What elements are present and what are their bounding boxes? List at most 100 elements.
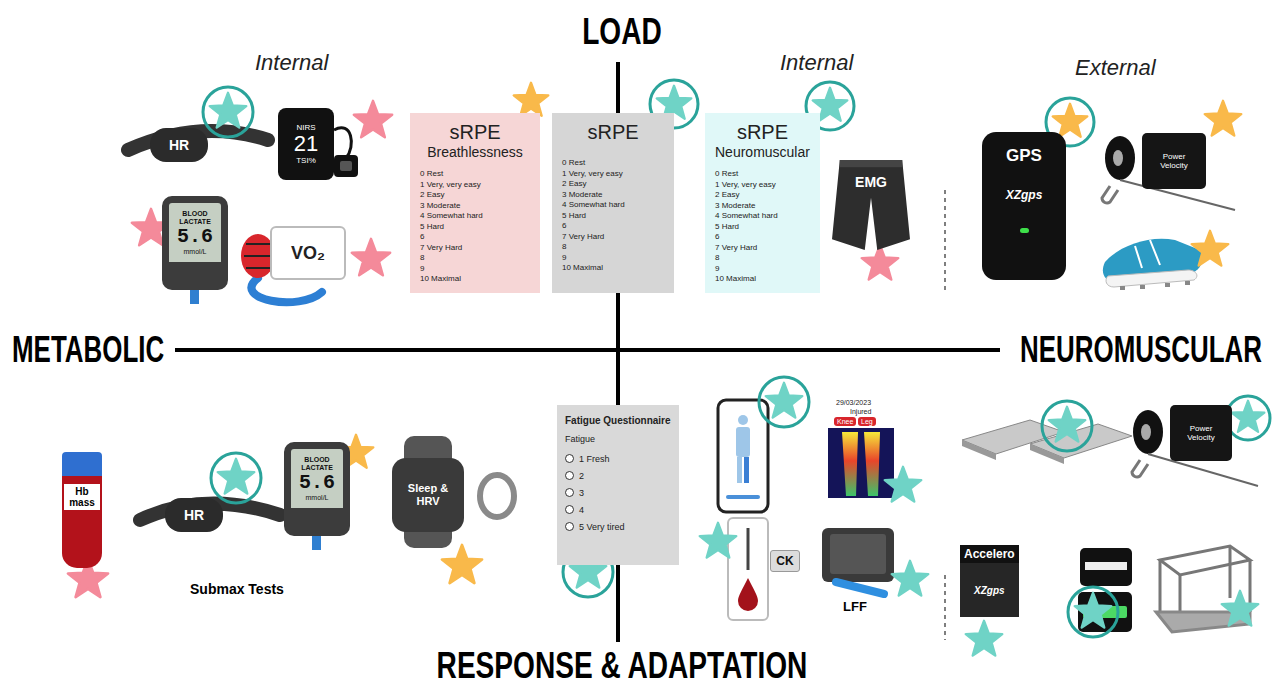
axes [175,62,1000,642]
lff-device-part [830,534,886,574]
node-text: Breathlessness [420,144,530,161]
node-text: EMG [855,174,887,190]
stars [68,80,1270,656]
ck-device [728,518,768,620]
node-text: 3 Moderate [562,190,664,201]
option-row: 4 [565,501,584,518]
option-row: 2 [565,467,584,484]
stars-part [203,87,253,137]
node-text: 1 Very, very easy [420,180,530,191]
pv-node: Power Velocity [1170,405,1232,461]
node-text: 4 Somewhat hard [715,211,810,222]
node-text: 21 [294,132,318,155]
node-text: 5 Very tired [579,522,625,532]
option-row: 5 Very tired [565,518,625,535]
nirs-cable-part [334,155,358,177]
lactate-strip-part [190,290,199,304]
boot-part [1120,286,1125,290]
body-map-phone-part [736,427,750,457]
nirs-cable-part [334,128,351,158]
stars-part [1075,593,1111,628]
node-text: 5.6 [299,472,335,494]
node-text: Accelero [960,545,1019,563]
jump-frame-part [1160,546,1250,575]
lff-device-part [836,582,884,594]
node-text: mmol/L [184,248,207,255]
lff-device [822,528,894,594]
node-text: Hb mass [64,484,100,510]
node-text: 8 [715,253,810,264]
stars-part [1049,407,1085,442]
node-text: 6 [562,221,664,232]
axis-title: NEUROMUSCULAR [1020,332,1262,368]
stars-part [862,245,898,280]
node-text: 0 Rest [562,158,664,169]
option-row: 3 [565,484,584,501]
body-map-phone-part [718,400,768,512]
shorts-waistband [840,160,902,167]
boot-part [1185,281,1190,285]
band-node: Sleep & HRV [392,458,464,532]
node-text: BLOOD LACTATE [172,210,218,225]
boot-part [1135,240,1160,268]
power-velocity-wheel-part [1105,136,1135,180]
strap-node: HR [150,128,208,162]
card-node: sRPENeuromuscular0 Rest1 Very, very easy… [705,113,820,293]
node-text: 1 Very, very easy [562,169,664,180]
stars-part [766,383,802,418]
separators [944,190,946,640]
tag-label: Leg [858,417,876,426]
lactate-strip-part [312,536,321,550]
node-text: 0 Rest [420,169,530,180]
node-text: BLOOD LACTATE [294,456,340,471]
nirs-cable-part [340,161,352,171]
node-text: Sleep & HRV [404,482,452,508]
stars-part [1226,396,1270,440]
shorts-shape [832,160,910,250]
node-text: HR [169,137,189,153]
separators-part [944,575,946,640]
node-text: sRPE [420,121,530,144]
boot-part [1140,285,1145,289]
stars-part [759,377,809,427]
power-velocity-wheel-part [1141,424,1151,440]
stars-part [1068,587,1118,637]
thermal-image-part [828,428,894,498]
node-text: 0 Rest [715,169,810,180]
radio-circle [565,471,574,480]
body-map-phone-part [738,415,748,425]
force-plates-part [962,440,996,460]
node-text: 2 [579,471,584,481]
emg-node: EMG [832,160,910,250]
stars-part [442,545,482,583]
node-text: 3 Moderate [420,201,530,212]
thermal-image-part [864,432,880,496]
boot-part [1165,283,1170,287]
body-map-phone [718,400,768,512]
stars-part [352,239,390,275]
gps-node: GPSXZgps [982,132,1066,280]
body-map-phone-part [737,457,742,483]
status-led [1020,228,1029,233]
radio-circle [565,505,574,514]
separators-part [944,190,946,292]
node-text: 4 Somewhat hard [562,200,664,211]
stars-part [1232,401,1265,432]
node-text: 2 Easy [715,190,810,201]
body-map-phone-part [728,495,758,499]
node-text: Fatigue [565,434,595,444]
stars-part [1192,231,1228,266]
tube-node: Hb mass [62,452,102,568]
node-text: 2 Easy [562,179,664,190]
stars-part [1042,401,1092,451]
node-text: XZgps [1006,188,1043,202]
node-text: VO₂ [291,243,325,264]
node-text: 7 Very Hard [420,243,530,254]
stars-part [514,83,549,116]
pv-node: Power Velocity [1142,133,1206,189]
vo2-mask-part [251,278,322,302]
node-text: 1 Very, very easy [715,180,810,191]
node-text: 10 Maximal [562,263,664,274]
node-text: 4 Somewhat hard [420,211,530,222]
